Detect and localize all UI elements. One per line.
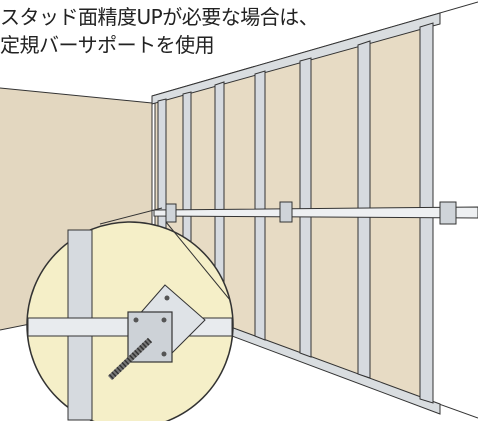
stud <box>254 70 266 341</box>
stud <box>299 57 312 358</box>
bar-support-clamp <box>439 201 457 225</box>
ceiling-left-line <box>0 87 153 104</box>
ruler-bar <box>153 206 478 219</box>
threaded-rod-thread <box>107 337 153 381</box>
lens-pointer-line <box>99 207 163 225</box>
bar-support-clamp <box>165 203 177 223</box>
bar-support-clamp <box>279 201 293 223</box>
caption-line-1: スタッド面精度UPが必要な場合は、 <box>0 5 319 29</box>
top-runner <box>151 12 441 105</box>
lens-pointer-line <box>165 221 231 301</box>
bar-supports <box>165 201 457 225</box>
caption-line-2: 定規バーサポートを使用 <box>0 33 215 57</box>
